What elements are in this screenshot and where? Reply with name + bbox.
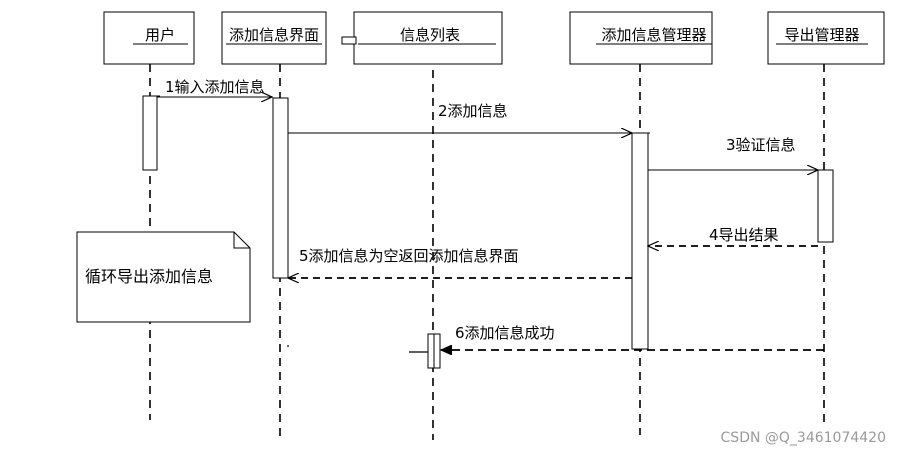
message-5: 5添加信息为空返回添加信息界面	[288, 247, 632, 278]
message-2: 2添加信息	[288, 102, 650, 133]
component-icon	[341, 36, 357, 45]
actor-label: 导出管理器	[784, 26, 859, 44]
actor-user: 用户	[103, 11, 195, 65]
actor-add-info-ui: 添加信息界面	[221, 11, 327, 65]
message-label: 6添加信息成功	[455, 324, 555, 342]
watermark: CSDN @Q_3461074420	[721, 430, 886, 446]
message-label: 4导出结果	[709, 226, 779, 244]
actor-label: 添加信息界面	[229, 26, 319, 44]
message-6: 6添加信息成功	[441, 324, 824, 350]
message-4: 4导出结果	[648, 226, 818, 246]
message-label: 3验证信息	[726, 136, 796, 154]
actor-label: 添加信息管理器	[601, 26, 706, 44]
loop-note-text: 循环导出添加信息	[85, 267, 213, 286]
actor-label: 信息列表	[400, 26, 460, 44]
message-3: 3验证信息	[648, 136, 818, 170]
message-label: 2添加信息	[438, 102, 508, 120]
loop-note: 循环导出添加信息	[76, 231, 251, 323]
actor-info-list: 信息列表	[341, 11, 503, 65]
stray-dot	[287, 345, 289, 347]
activation-add-info-manager	[631, 132, 649, 350]
message-1: 1输入添加信息	[150, 78, 272, 97]
actor-label: 用户	[145, 26, 175, 44]
activation-add-info-ui	[272, 97, 289, 279]
actor-add-info-manager: 添加信息管理器	[569, 11, 713, 65]
message-label: 5添加信息为空返回添加信息界面	[299, 247, 519, 265]
actor-export-manager: 导出管理器	[767, 11, 885, 65]
activation-user	[142, 95, 158, 171]
message-label: 1输入添加信息	[165, 78, 265, 96]
activation-export-manager	[817, 169, 834, 243]
